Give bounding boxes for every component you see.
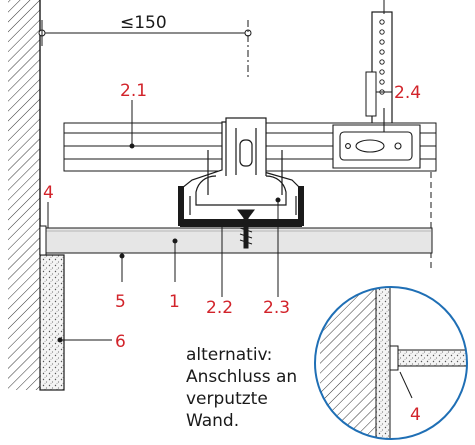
note-line-4: Wand. [186,411,240,431]
note-line-1: alternativ: [186,345,273,365]
callout-2-2: 2.2 [206,298,233,318]
callout-1: 1 [169,292,180,312]
callout-labels: 2.1 2.4 4 5 1 2.2 2.3 6 [43,81,421,352]
dimension-line: ≤150 [38,13,252,80]
detail-callout-4: 4 [410,405,421,425]
separating-strip [39,225,47,256]
callout-5: 5 [115,292,126,312]
callout-2-1: 2.1 [120,81,147,101]
alternative-note: alternativ: Anschluss an verputzte Wand. [186,344,306,432]
masonry-wall [8,0,41,390]
connector-2-3 [181,117,301,223]
drywall-screw [237,209,255,249]
note-line-2: Anschluss an [186,367,298,387]
plaster-layer [39,254,65,391]
dimension-label: ≤150 [120,13,167,33]
gypsum-board [45,227,433,254]
main-channel-2-2 [178,186,304,227]
callout-4: 4 [43,183,54,203]
detail-circle: 4 [314,286,468,440]
callout-6: 6 [115,332,126,352]
callout-2-3: 2.3 [263,298,290,318]
callout-2-4: 2.4 [394,83,421,103]
note-line-3: verputzte [186,389,268,409]
hanger-rod [365,0,393,141]
leader-lines [47,91,392,343]
anchor-clip [332,108,421,169]
